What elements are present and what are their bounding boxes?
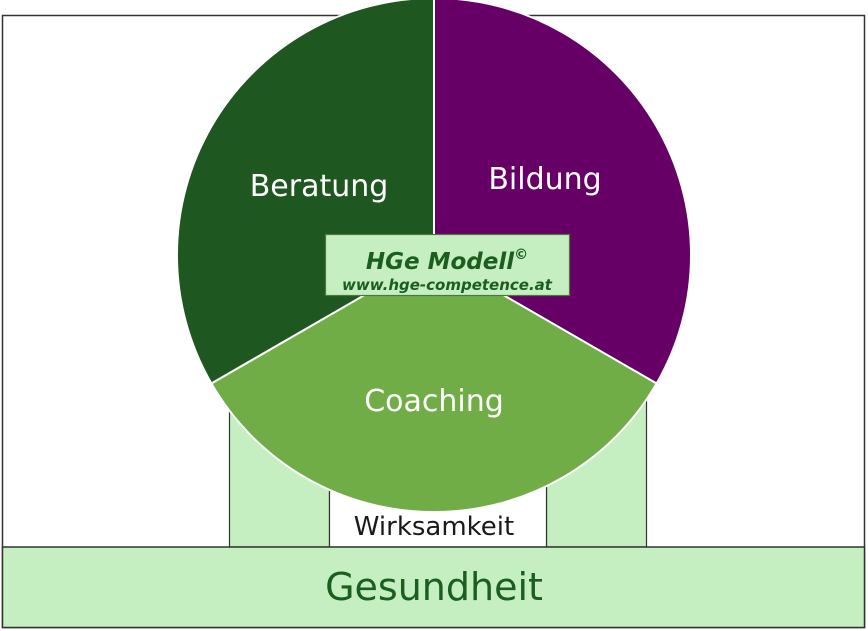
gesundheit-base	[1, 546, 866, 629]
gesundheit-label: Gesundheit	[325, 565, 543, 609]
segment-label-coaching: Coaching	[364, 384, 504, 419]
copyright-mark: ©	[514, 247, 528, 263]
segment-label-bildung: Bildung	[488, 162, 601, 197]
center-title: HGe Modell©	[366, 247, 528, 275]
center-label-box	[324, 233, 571, 297]
segment-coaching	[210, 253, 658, 513]
wirksamkeit-label: Wirksamkeit	[354, 512, 514, 542]
segment-label-beratung: Beratung	[250, 169, 389, 204]
center-url: www.hge-competence.at	[342, 276, 553, 294]
